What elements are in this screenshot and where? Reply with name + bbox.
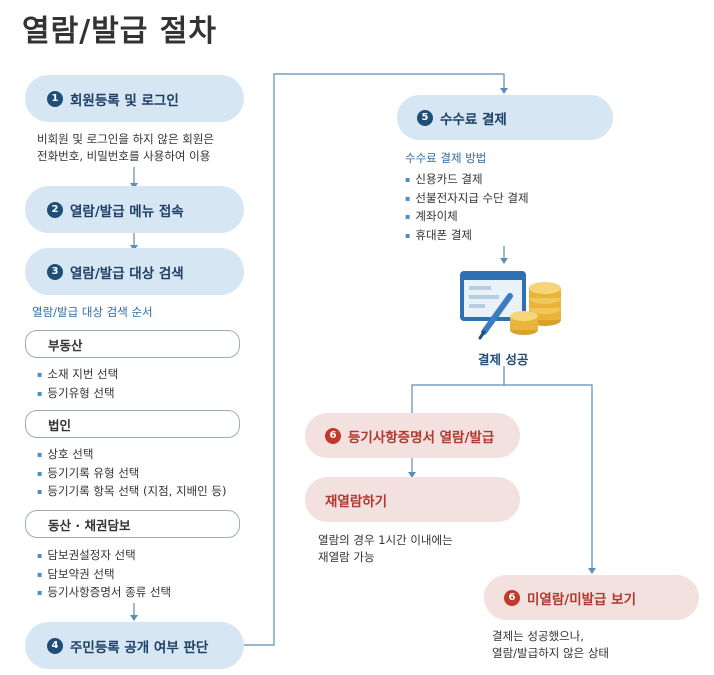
list-item: 등기사항증명서 종류 선택 — [37, 584, 171, 603]
page-title: 열람/발급 절차 — [22, 14, 218, 49]
step-2-label: 열람/발급 메뉴 접속 — [70, 203, 184, 220]
step-4-label: 주민등록 공개 여부 판단 — [70, 639, 209, 656]
step-6b-desc-line-2: 열람/발급하지 않은 상태 — [492, 646, 609, 660]
reread-label: 재열람하기 — [325, 493, 388, 510]
list-item: 담보권설정자 선택 — [37, 547, 171, 566]
step-6a-pill: 6 등기사항증명서 열람/발급 — [305, 413, 520, 458]
reread-description: 열람의 경우 1시간 이내에는 재열람 가능 — [318, 532, 453, 566]
payment-methods: 신용카드 결제 선불전자지급 수단 결제 계좌이체 휴대폰 결제 — [405, 171, 529, 246]
step-6b-number: 6 — [504, 589, 520, 606]
step-2-pill: 2 열람/발급 메뉴 접속 — [25, 186, 244, 233]
step-1-label: 회원등록 및 로그인 — [70, 92, 179, 109]
movable-collateral-items: 담보권설정자 선택 담보약권 선택 등기사항증명서 종류 선택 — [37, 547, 171, 603]
step-3-label: 열람/발급 대상 검색 — [70, 265, 184, 282]
step-4-number: 4 — [47, 637, 63, 654]
step-1-description: 비회원 및 로그인을 하지 않은 회원은 전화번호, 비밀번호를 사용하여 이용 — [37, 131, 214, 165]
step-6b-description: 결제는 성공했으나, 열람/발급하지 않은 상태 — [492, 628, 609, 662]
step-1-number: 1 — [47, 90, 63, 107]
list-item: 등기유형 선택 — [37, 385, 118, 404]
step-1-desc-line-1: 비회원 및 로그인을 하지 않은 회원은 — [37, 132, 214, 146]
step-6a-label: 등기사항증명서 열람/발급 — [348, 429, 495, 446]
list-item: 선불전자지급 수단 결제 — [405, 190, 528, 209]
step-2-number: 2 — [47, 201, 63, 218]
step-6a-number: 6 — [325, 427, 341, 444]
step-5-number: 5 — [417, 109, 433, 126]
step-6b-pill: 6 미열람/미발급 보기 — [484, 575, 699, 620]
real-estate-items: 소재 지번 선택 등기유형 선택 — [37, 366, 118, 403]
corporation-items: 상호 선택 등기기록 유형 선택 등기기록 항목 선택 (지점, 지배인 등) — [37, 446, 226, 502]
step-3-number: 3 — [47, 263, 63, 280]
list-item: 담보약권 선택 — [37, 566, 171, 585]
step-6b-label: 미열람/미발급 보기 — [527, 591, 636, 608]
list-item: 등기기록 유형 선택 — [37, 465, 226, 484]
step-6b-desc-line-1: 결제는 성공했으나, — [492, 629, 584, 643]
payment-card-coins-icon — [460, 271, 561, 340]
list-item: 신용카드 결제 — [405, 171, 529, 190]
list-item: 소재 지번 선택 — [37, 366, 118, 385]
category-corporation: 법인 — [25, 410, 240, 438]
step-5-label: 수수료 결제 — [440, 111, 507, 128]
payment-success-label: 결제 성공 — [478, 352, 529, 367]
category-movable-collateral: 동산 · 채권담보 — [25, 510, 240, 538]
list-item: 휴대폰 결제 — [405, 227, 529, 246]
step-1-desc-line-2: 전화번호, 비밀번호를 사용하여 이용 — [37, 149, 211, 163]
category-real-estate: 부동산 — [25, 330, 240, 358]
step-3-pill: 3 열람/발급 대상 검색 — [25, 248, 244, 295]
step-4-pill: 4 주민등록 공개 여부 판단 — [25, 622, 244, 669]
step-1-pill: 1 회원등록 및 로그인 — [25, 75, 244, 122]
reread-desc-line-1: 열람의 경우 1시간 이내에는 — [318, 533, 453, 547]
list-item: 등기기록 항목 선택 (지점, 지배인 등) — [37, 483, 226, 502]
step-5-pill: 5 수수료 결제 — [397, 95, 613, 140]
reread-desc-line-2: 재열람 가능 — [318, 550, 375, 564]
step-3-subtitle: 열람/발급 대상 검색 순서 — [32, 305, 153, 319]
list-item: 상호 선택 — [37, 446, 226, 465]
list-item: 계좌이체 — [405, 208, 529, 227]
reread-pill: 재열람하기 — [305, 477, 520, 522]
step-5-subtitle: 수수료 결제 방법 — [405, 151, 487, 165]
